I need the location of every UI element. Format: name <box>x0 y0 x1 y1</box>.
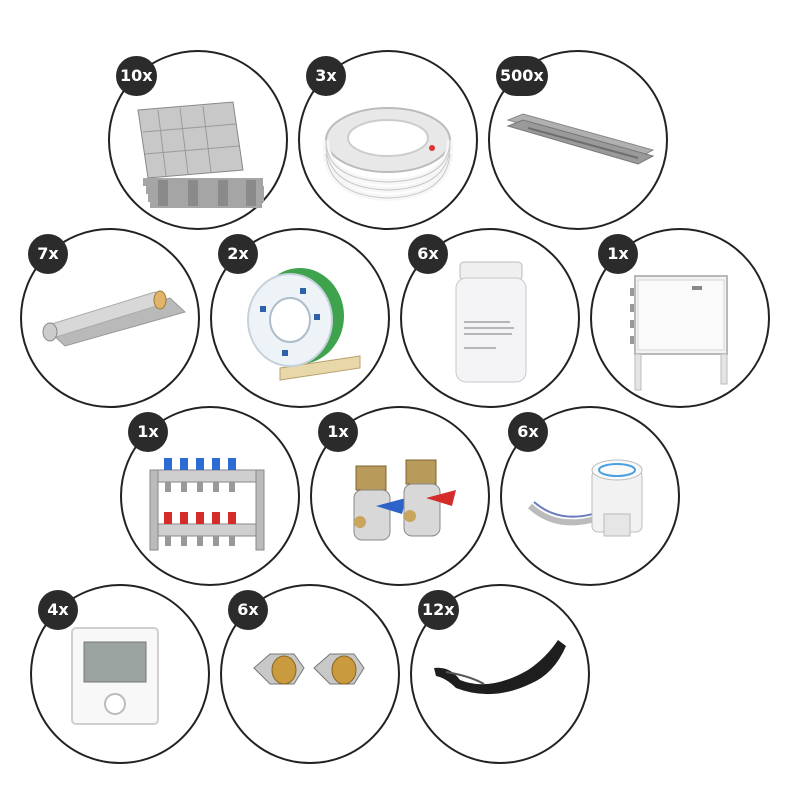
product-compression-fittings[interactable]: 6x <box>220 584 400 764</box>
product-pipe-coil[interactable]: 3x <box>298 50 478 230</box>
product-primer-jar[interactable]: 6x <box>400 228 580 408</box>
heat-conductor-rails-icon <box>506 113 655 165</box>
quantity-badge: 1x <box>318 412 358 452</box>
quantity-badge: 2x <box>218 234 258 274</box>
product-foil-roll[interactable]: 7x <box>20 228 200 408</box>
quantity-badge: 3x <box>306 56 346 96</box>
quantity-badge: 6x <box>508 412 548 452</box>
pipe-coil-icon <box>323 107 453 202</box>
product-bend-support[interactable]: 12x <box>410 584 590 764</box>
quantity-badge: 500x <box>496 56 548 96</box>
quantity-badge: 6x <box>408 234 448 274</box>
edge-tape-icon <box>247 268 361 381</box>
quantity-badge: 7x <box>28 234 68 274</box>
bend-support-icon <box>434 640 566 695</box>
manifold-icon <box>149 458 265 551</box>
quantity-badge: 10x <box>116 56 157 96</box>
product-insulation-panels[interactable]: 10x <box>108 50 288 230</box>
room-thermostat-icon <box>71 627 159 725</box>
ball-valves-icon <box>353 459 456 541</box>
product-manifold[interactable]: 1x <box>120 406 300 586</box>
primer-jar-icon <box>455 261 527 383</box>
product-heat-conductor-rails[interactable]: 500x <box>488 50 668 230</box>
quantity-badge: 6x <box>228 590 268 630</box>
product-ball-valves[interactable]: 1x <box>310 406 490 586</box>
actuator-icon <box>527 459 643 537</box>
foil-roll-icon <box>42 290 186 347</box>
compression-fittings-icon <box>253 653 365 685</box>
quantity-badge: 1x <box>128 412 168 452</box>
quantity-badge: 4x <box>38 590 78 630</box>
product-manifold-cabinet[interactable]: 1x <box>590 228 770 408</box>
quantity-badge: 1x <box>598 234 638 274</box>
product-actuator[interactable]: 6x <box>500 406 680 586</box>
product-room-thermostat[interactable]: 4x <box>30 584 210 764</box>
insulation-panels-icon <box>137 101 264 208</box>
product-edge-tape[interactable]: 2x <box>210 228 390 408</box>
manifold-cabinet-icon <box>630 275 728 391</box>
quantity-badge: 12x <box>418 590 459 630</box>
